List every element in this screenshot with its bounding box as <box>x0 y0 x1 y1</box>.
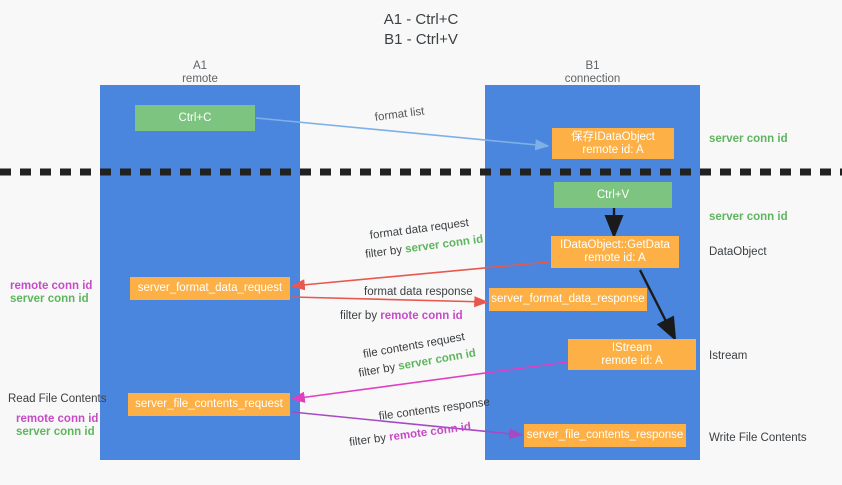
edge-label-format-list: format list <box>374 105 426 124</box>
box-ctrl-v-label: Ctrl+V <box>596 188 630 201</box>
box-save-idataobject[interactable]: 保存IDataObject remote id: A <box>552 128 674 159</box>
column-b1-name: B1 <box>585 60 600 72</box>
box-istream-line1: IStream <box>611 341 653 354</box>
right-label-istream: Istream <box>709 350 748 362</box>
box-server-file-contents-request[interactable]: server_file_contents_request <box>128 393 290 416</box>
filter-prefix-3: filter by <box>357 360 400 380</box>
title-line-1: A1 - Ctrl+C <box>383 11 459 28</box>
filter-value-remote-conn-id-2: remote conn id <box>388 420 472 444</box>
box-idataobject-getdata-line2: remote id: A <box>584 252 646 264</box>
title-line-2: B1 - Ctrl+V <box>384 31 458 48</box>
right-label-server-conn-id-1: server conn id <box>709 133 788 145</box>
left-label-server-conn-id-1: server conn id <box>10 293 89 305</box>
diagram-title: A1 - Ctrl+C B1 - Ctrl+V <box>0 10 842 50</box>
right-label-server-conn-id-2: server conn id <box>709 211 788 223</box>
box-server-file-contents-response[interactable]: server_file_contents_response <box>524 424 686 447</box>
box-istream-line2: remote id: A <box>601 354 663 367</box>
box-server-format-data-request-label: server_format_data_request <box>137 282 283 294</box>
column-header-b1: B1 connection <box>485 60 700 86</box>
right-label-dataobject: DataObject <box>709 246 767 258</box>
column-header-a1: A1 remote <box>100 60 300 86</box>
column-a1-sub: remote <box>182 73 218 85</box>
left-label-server-conn-id-2: server conn id <box>16 426 95 438</box>
box-server-format-data-request[interactable]: server_format_data_request <box>130 277 290 300</box>
box-idataobject-getdata[interactable]: IDataObject::GetData remote id: A <box>551 236 679 268</box>
box-save-idataobject-line1: 保存IDataObject <box>571 130 655 143</box>
box-ctrl-c-label: Ctrl+C <box>178 111 212 124</box>
column-b1-sub: connection <box>564 73 621 85</box>
box-save-idataobject-line2: remote id: A <box>582 143 644 156</box>
left-label-remote-conn-id-2: remote conn id <box>16 413 99 425</box>
box-istream[interactable]: IStream remote id: A <box>568 339 696 370</box>
left-label-remote-conn-id-1: remote conn id <box>10 280 93 292</box>
box-server-format-data-response[interactable]: server_format_data_response <box>489 288 647 311</box>
edge-label-format-data-response-filter: filter by remote conn id <box>340 306 463 324</box>
box-ctrl-c[interactable]: Ctrl+C <box>135 105 255 131</box>
edge-label-format-data-response: format data response <box>364 286 473 298</box>
filter-prefix-1: filter by <box>364 243 407 261</box>
filter-prefix-4: filter by <box>348 431 391 449</box>
filter-prefix-2: filter by <box>340 310 381 322</box>
filter-value-remote-conn-id-1: remote conn id <box>380 310 463 322</box>
column-a1-name: A1 <box>192 60 208 72</box>
box-ctrl-v[interactable]: Ctrl+V <box>554 182 672 208</box>
box-server-format-data-response-label: server_format_data_response <box>491 293 645 305</box>
edge-label-file-contents-response: file contents response <box>378 396 491 423</box>
edge-label-file-contents-response-filter: filter by remote conn id <box>348 417 472 451</box>
right-label-write-file-contents: Write File Contents <box>709 432 807 444</box>
box-server-file-contents-response-label: server_file_contents_response <box>526 429 684 441</box>
box-server-file-contents-request-label: server_file_contents_request <box>135 398 283 410</box>
left-label-read-file-contents: Read File Contents <box>8 393 107 405</box>
box-idataobject-getdata-line1: IDataObject::GetData <box>560 239 670 251</box>
